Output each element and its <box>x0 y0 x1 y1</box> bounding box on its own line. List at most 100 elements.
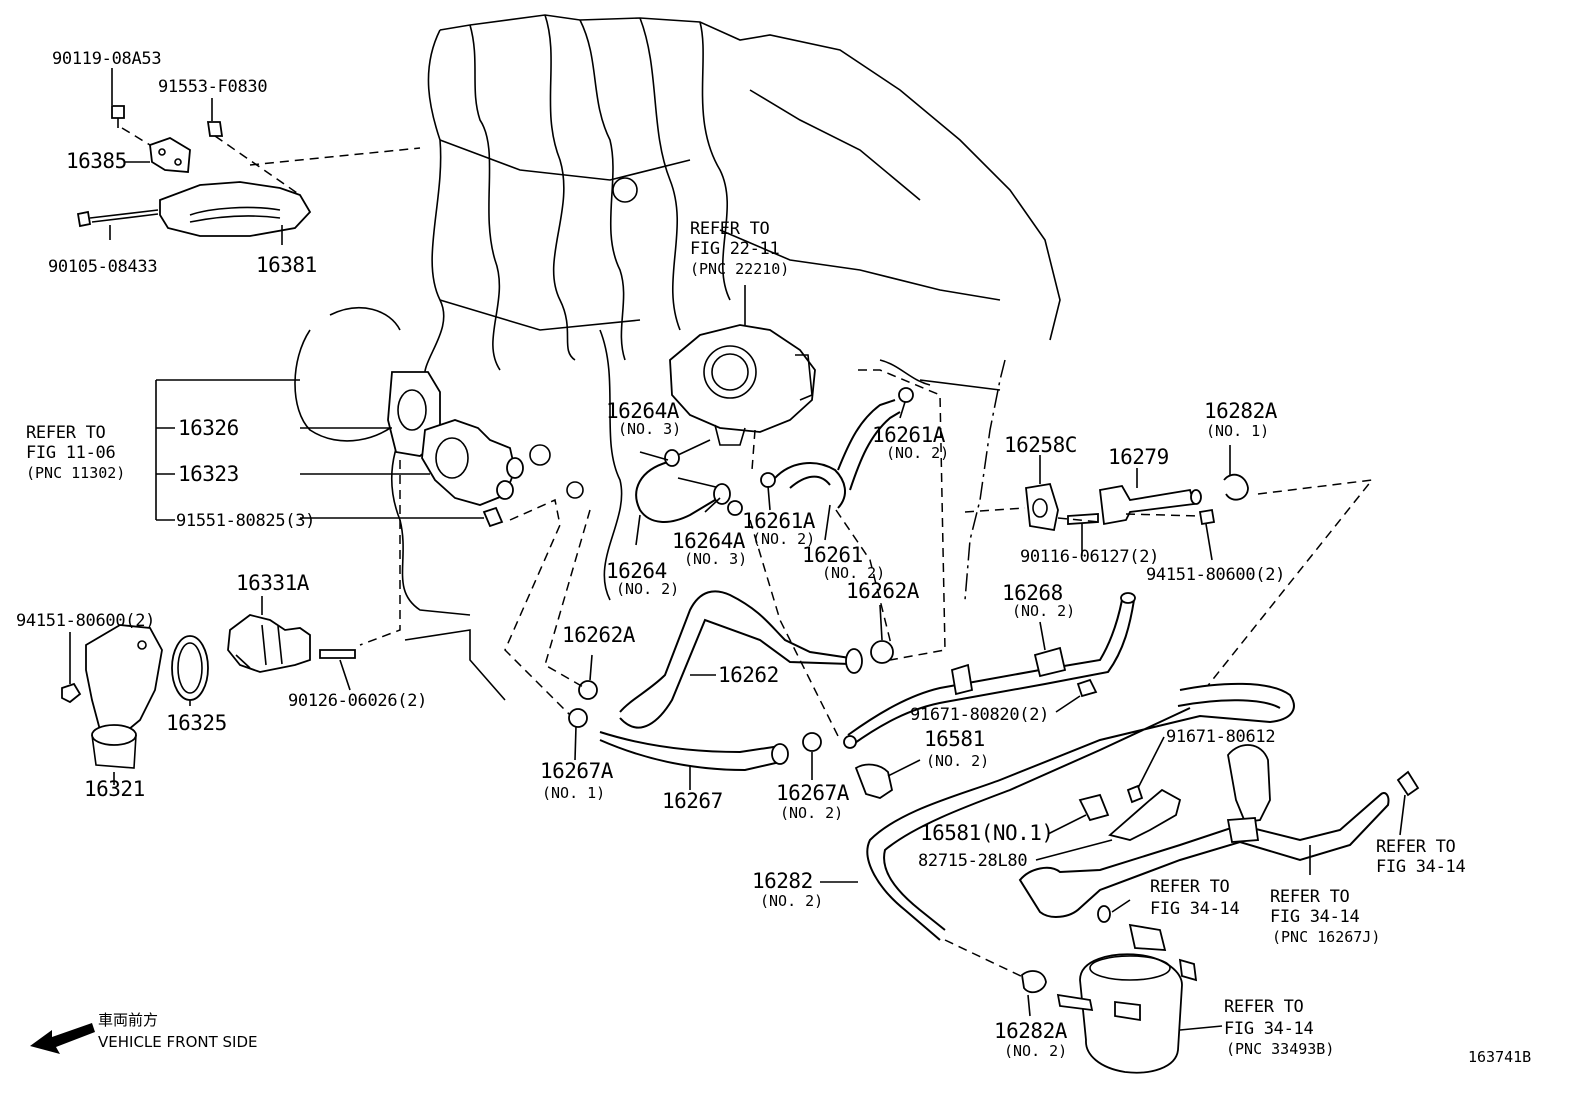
label-16261A-2: 16261A <box>742 509 816 533</box>
label-90116: 90116-06127(2) <box>1020 547 1159 567</box>
label-16282A-2: 16282A <box>994 1019 1068 1043</box>
clamp-16581-2-icon <box>854 763 894 799</box>
clamp-16264A-2-icon <box>727 500 743 516</box>
label-91553: 91553-F0830 <box>158 77 267 97</box>
label-16262: 16262 <box>718 663 779 687</box>
label-16282A-2-sub: (NO. 2) <box>1004 1042 1067 1060</box>
label-16581-no2: 16581 <box>924 727 985 751</box>
label-16321: 16321 <box>84 777 145 801</box>
bolt-91671-80612-icon <box>1126 784 1144 804</box>
right-upper-assembly <box>964 473 1374 709</box>
clamp-16581-1-icon <box>1227 744 1271 823</box>
label-16264A-1-sub: (NO. 3) <box>618 420 681 438</box>
ref-fig3414-4-line1: REFER TO <box>1224 997 1304 1017</box>
water-inlet-16321-icon <box>85 624 163 731</box>
label-16261A-1-sub: (NO. 2) <box>886 444 949 462</box>
label-90105: 90105-08433 <box>48 257 157 277</box>
label-16282-sub: (NO. 2) <box>760 892 823 910</box>
label-16268: 16268 <box>1002 581 1063 605</box>
clamp-16282A-1-icon <box>1223 473 1249 501</box>
label-16385: 16385 <box>66 149 127 173</box>
thermostat-16331A-icon <box>227 614 311 673</box>
bolt-91551-icon <box>482 506 504 528</box>
label-16267A-1-sub: (NO. 1) <box>542 784 605 802</box>
label-16381: 16381 <box>256 253 317 277</box>
label-16264: 16264 <box>606 559 667 583</box>
front-label-jp: 車両前方 <box>98 1011 158 1029</box>
label-94151-left: 94151-80600(2) <box>16 611 155 631</box>
ref-fig1106-line1: REFER TO <box>26 423 106 443</box>
label-16267A-2-sub: (NO. 2) <box>780 804 843 822</box>
figure-id: 163741B <box>1468 1048 1531 1066</box>
label-16581-no2-sub: (NO. 2) <box>926 752 989 770</box>
label-16261-sub: (NO. 2) <box>822 564 885 582</box>
clamp-16262A-2-icon <box>870 640 894 664</box>
vehicle-front-arrow <box>30 1023 95 1054</box>
ref-fig3414-4-line3: (PNC 33493B) <box>1226 1040 1334 1058</box>
ref-fig3414-1-line1: REFER TO <box>1150 877 1230 897</box>
ref-fig1106-line3: (PNC 11302) <box>26 464 125 482</box>
ref-fig3414-1-line2: FIG 34-14 <box>1150 899 1239 919</box>
ref-fig2211-line1: REFER TO <box>690 219 770 239</box>
gasket-16258C-icon <box>1025 482 1059 532</box>
bolt-90119-icon <box>111 105 125 119</box>
long-bolt-90105-icon <box>76 210 92 228</box>
label-16581-no1: 16581(NO.1) <box>920 821 1054 845</box>
label-16267A-2: 16267A <box>776 781 850 805</box>
label-16326: 16326 <box>178 416 239 440</box>
leader-lines <box>69 68 1406 1031</box>
nut-94151-icon <box>61 682 82 704</box>
bolt-91671-80820-icon <box>1076 678 1098 698</box>
right-lower-assembly <box>854 682 1420 1074</box>
label-16325: 16325 <box>166 711 227 735</box>
clamp-16261A-2-icon <box>760 472 776 488</box>
label-16262A-2: 16262A <box>846 579 920 603</box>
bracket-16381-icon <box>159 181 312 237</box>
clamp-16282A-2-icon <box>1021 970 1047 994</box>
stud-90126-icon <box>319 649 356 659</box>
label-16261A-1: 16261A <box>872 423 946 447</box>
label-16282A-1: 16282A <box>1204 399 1278 423</box>
label-16267A-1: 16267A <box>540 759 614 783</box>
bolt-91553-icon <box>206 121 224 137</box>
ref-fig3414-3-line3: (PNC 16267J) <box>1272 928 1380 946</box>
label-16261A-2-sub: (NO. 2) <box>752 530 815 548</box>
label-16261: 16261 <box>802 543 863 567</box>
label-16267: 16267 <box>662 789 723 813</box>
label-16331A: 16331A <box>236 571 310 595</box>
clamp-16267A-1-icon <box>568 708 588 728</box>
label-16268-sub: (NO. 2) <box>1012 602 1075 620</box>
clamp-16261A-1-icon <box>898 387 914 403</box>
label-16264-sub: (NO. 2) <box>616 580 679 598</box>
label-91671-80820: 91671-80820(2) <box>910 705 1049 725</box>
bracket-16385-icon <box>149 137 191 173</box>
label-16264A-1: 16264A <box>606 399 680 423</box>
ref-fig3414-4-line2: FIG 34-14 <box>1224 1019 1313 1039</box>
label-91551: 91551-80825(3) <box>176 511 315 531</box>
label-82715: 82715-28L80 <box>918 851 1027 871</box>
label-16323: 16323 <box>178 462 239 486</box>
label-16258C: 16258C <box>1004 433 1077 457</box>
bracket-assembly <box>76 105 421 237</box>
ref-fig3414-2-line2: FIG 34-14 <box>1376 857 1465 877</box>
pipe-16279-icon <box>1099 485 1196 526</box>
front-label-en: VEHICLE FRONT SIDE <box>98 1033 258 1051</box>
hose-16282-icon <box>866 682 1295 941</box>
label-16264A-2: 16264A <box>672 529 746 553</box>
ref-fig3414-3-line2: FIG 34-14 <box>1270 907 1359 927</box>
bracket-82715-icon <box>1108 788 1182 841</box>
ref-fig3414-3-line1: REFER TO <box>1270 887 1350 907</box>
label-16264A-2-sub: (NO. 3) <box>684 550 747 568</box>
label-90119: 90119-08A53 <box>52 49 161 69</box>
nut-94151-2-icon <box>1198 508 1216 526</box>
label-91671-80612: 91671-80612 <box>1166 727 1275 747</box>
clamp-16262A-1-icon <box>578 680 598 700</box>
ref-fig1106-line2: FIG 11-06 <box>26 443 115 463</box>
ref-fig3414-2-line1: REFER TO <box>1376 837 1456 857</box>
clamp-16267A-2-icon <box>802 732 822 752</box>
water-inlet-assembly <box>61 371 524 769</box>
throttle-body <box>669 285 816 446</box>
arrow-left-icon <box>30 1023 95 1054</box>
label-16279: 16279 <box>1108 445 1169 469</box>
